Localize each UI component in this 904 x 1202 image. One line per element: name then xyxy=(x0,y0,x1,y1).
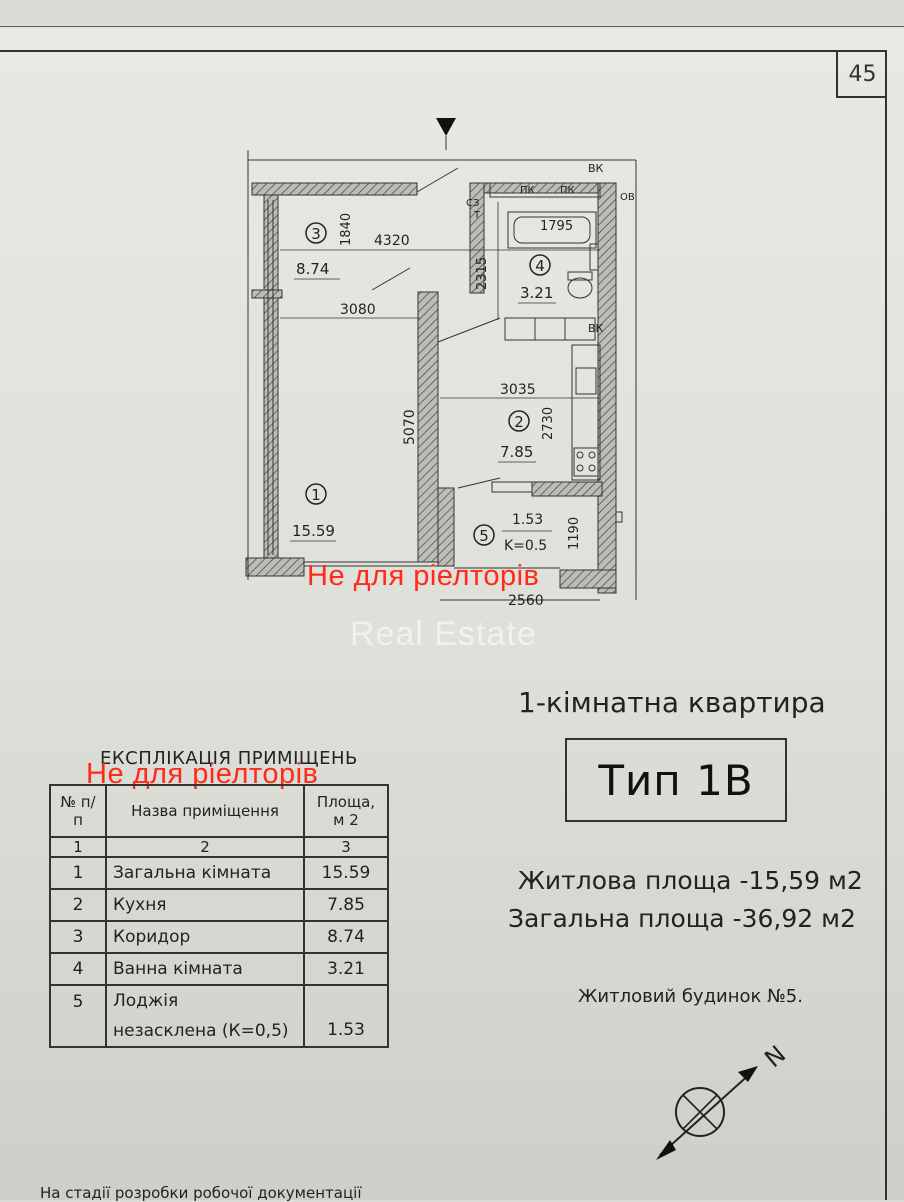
room-3-number: 3 xyxy=(311,225,321,243)
watermark-plan: Не для ріелторів xyxy=(307,560,540,592)
north-compass-icon xyxy=(656,1066,758,1160)
header-area: Площа, м 2 xyxy=(303,784,389,838)
sink xyxy=(589,243,599,271)
room-2-area: 7.85 xyxy=(500,443,533,461)
wall-partition-bath xyxy=(469,182,485,294)
bathtub xyxy=(507,211,597,249)
room-1-number: 1 xyxy=(311,486,321,504)
dim-corridor-length: 4320 xyxy=(374,233,410,249)
wall-bottom-right xyxy=(559,569,617,589)
wall-left xyxy=(263,194,279,561)
row-num: 1 xyxy=(49,856,107,890)
dim-room-width: 3080 xyxy=(340,302,376,318)
compass-north-label: N xyxy=(759,1040,791,1073)
dim-kitchen-height: 2730 xyxy=(541,407,556,440)
wall-kitchen-loggia xyxy=(531,481,603,497)
room-5-area: 1.53 xyxy=(512,512,543,528)
dim-loggia-height: 1190 xyxy=(567,517,582,550)
dim-bath-height: 2315 xyxy=(475,257,490,290)
wall-loggia-side xyxy=(437,487,455,567)
footer-note: На стадії розробки робочої документації xyxy=(40,1184,362,1202)
kitchen-counter xyxy=(571,344,601,481)
room-4-number: 4 xyxy=(535,257,545,275)
row-num: 2 xyxy=(49,888,107,922)
kitchen-sink xyxy=(575,367,597,395)
explication-title: ЕКСПЛІКАЦІЯ ПРИМІЩЕНЬ xyxy=(100,748,358,769)
row-area: 7.85 xyxy=(303,888,389,922)
room-3-area: 8.74 xyxy=(296,260,329,278)
dim-bath-length: 1795 xyxy=(540,219,573,234)
table-row: 2 Кухня 7.85 xyxy=(49,888,389,922)
toilet xyxy=(567,277,593,299)
row-num: 5 xyxy=(49,984,107,1048)
dim-room-height: 5070 xyxy=(402,409,418,445)
apartment-type: Тип 1В xyxy=(565,738,787,822)
explication-table: № п/п Назва приміщення Площа, м 2 1 2 3 … xyxy=(49,784,389,1048)
label-pk-2: ПК xyxy=(560,185,575,196)
dim-corridor-width: 1840 xyxy=(339,213,354,246)
table-row: 4 Ванна кімната 3.21 xyxy=(49,952,389,986)
wall-top-right xyxy=(469,182,611,194)
frame-border-top xyxy=(0,50,885,52)
room-4-area: 3.21 xyxy=(520,284,553,302)
room-5-coef: K=0.5 xyxy=(504,538,547,554)
table-colnum-row: 1 2 3 xyxy=(49,836,389,858)
header-name: Назва приміщення xyxy=(105,784,305,838)
colnum-2: 2 xyxy=(105,836,305,858)
table-row: 3 Коридор 8.74 xyxy=(49,920,389,954)
row-name: Загальна кімната xyxy=(105,856,305,890)
sheet-edge xyxy=(0,26,904,27)
wall-top-left xyxy=(251,182,418,196)
dim-kitchen-width: 3035 xyxy=(500,382,536,398)
label-ov: ОВ xyxy=(620,192,635,203)
row-name: Кухня xyxy=(105,888,305,922)
stove xyxy=(573,447,599,477)
row-name: Лоджія незасклена (К=0,5) xyxy=(105,984,305,1048)
label-vk-bath: ВК xyxy=(588,322,604,335)
room-1-area: 15.59 xyxy=(292,522,335,540)
label-t: Т xyxy=(473,210,481,221)
building-number: Житловий будинок №5. xyxy=(578,986,803,1007)
total-area: Загальна площа -36,92 м2 xyxy=(508,904,856,933)
row-name-line1: Лоджія xyxy=(113,991,179,1011)
row-name: Коридор xyxy=(105,920,305,954)
label-vk-top: ВК xyxy=(588,162,604,175)
row-area: 8.74 xyxy=(303,920,389,954)
watermark-brand: Real Estate xyxy=(350,615,537,653)
sheet-number: 45 xyxy=(836,52,887,98)
table-row: 1 Загальна кімната 15.59 xyxy=(49,856,389,890)
table-row: 5 Лоджія незасклена (К=0,5) 1.53 xyxy=(49,984,389,1048)
section-marker-icon xyxy=(436,118,456,136)
header-num: № п/п xyxy=(49,784,107,838)
label-pk-1: ПК xyxy=(520,185,535,196)
room-5-number: 5 xyxy=(479,527,489,545)
colnum-3: 3 xyxy=(303,836,389,858)
living-area: Житлова площа -15,59 м2 xyxy=(518,866,863,895)
wall-bottom-left xyxy=(245,557,305,577)
room-2-number: 2 xyxy=(514,413,524,431)
wall-right xyxy=(597,182,617,594)
dim-loggia-width: 2560 xyxy=(508,593,544,609)
row-area: 1.53 xyxy=(303,984,389,1048)
cabinet-row xyxy=(504,317,596,341)
row-num: 4 xyxy=(49,952,107,986)
row-area: 3.21 xyxy=(303,952,389,986)
apartment-title: 1-кімнатна квартира xyxy=(518,686,826,719)
row-name: Ванна кімната xyxy=(105,952,305,986)
label-cz: СЗ xyxy=(466,198,479,209)
row-num: 3 xyxy=(49,920,107,954)
table-header-row: № п/п Назва приміщення Площа, м 2 xyxy=(49,784,389,838)
row-name-line2: незасклена (К=0,5) xyxy=(113,1021,289,1041)
row-area: 15.59 xyxy=(303,856,389,890)
wall-partition-living xyxy=(417,291,439,563)
wall-corridor-stub xyxy=(251,289,283,299)
frame-border-right xyxy=(885,50,887,1200)
colnum-1: 1 xyxy=(49,836,107,858)
